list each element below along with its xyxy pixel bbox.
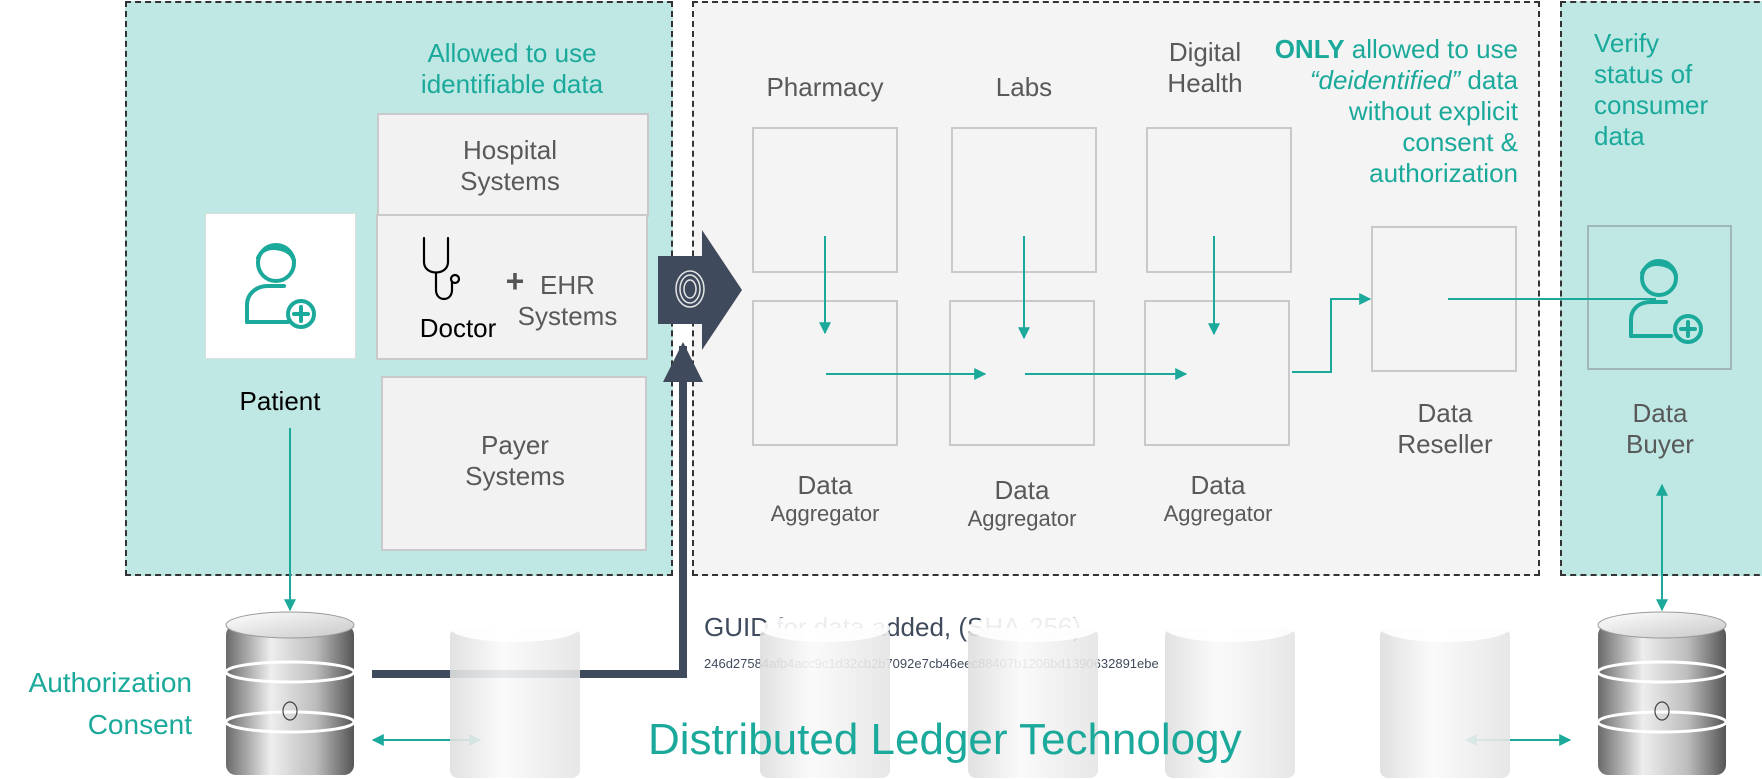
reseller-label: Data Reseller [1397,398,1493,459]
patient-label: Patient [239,386,321,416]
digital-health-source-box [1146,127,1292,273]
middle-note-line2: data [1460,65,1518,95]
aggregator-1-word1: Data [797,470,853,500]
payer-systems-label: Payer Systems [465,430,565,491]
aggregator-1-word2: Aggregator [770,501,880,526]
buyer-card [1587,225,1732,370]
middle-note-italic: “deidentified” [1309,65,1461,95]
buyer-label: Data Buyer [1626,398,1694,459]
hospital-systems-label: Hospital Systems [460,135,560,196]
hospital-systems-box [377,113,649,217]
middle-note: ONLY allowed to use “deidentified” data … [1240,34,1518,189]
payer-systems-box [381,376,647,551]
database-icon-right [1596,611,1728,775]
digital-health-label: Digital Health [1167,37,1243,98]
ehr-label: EHR Systems [517,270,618,331]
pharmacy-label: Pharmacy [766,72,884,102]
aggregator-1-label: Data Aggregator [755,470,895,527]
deidentified-zone [692,1,1540,576]
auth-line1: Authorization [28,667,192,698]
database-icon-left [224,611,356,775]
plus-sign: + [505,263,525,299]
database-icon-faint [450,628,1510,778]
aggregator-2-word1: Data [994,475,1050,505]
middle-note-line5: authorization [1369,158,1518,188]
ehr-box [376,214,648,360]
right-note: Verify status of consumer data [1594,28,1709,151]
auth-line2: Consent [87,709,192,740]
stethoscope-icon [422,236,461,301]
doctor-label: Doctor [419,313,497,343]
fingerprint-icon [675,270,705,308]
middle-note-bold: ONLY [1274,34,1345,64]
patient-icon [245,243,316,329]
aggregator-2-label: Data Aggregator [952,475,1092,532]
aggregator-3-word1: Data [1190,470,1246,500]
middle-note-line4: consent & [1402,127,1518,157]
aggregator-3-word2: Aggregator [1163,501,1273,526]
auth-consent-label: Authorization Consent [0,662,192,746]
middle-note-line3: without explicit [1348,96,1518,126]
labs-label: Labs [995,72,1053,102]
left-note: Allowed to use identifiable data [420,38,604,99]
aggregator-2-word2: Aggregator [967,506,1077,531]
buyer-icon [1629,259,1703,344]
middle-note-line1: allowed to use [1344,34,1518,64]
ledger-title: Distributed Ledger Technology [648,715,1242,764]
aggregator-3-label: Data Aggregator [1148,470,1288,527]
